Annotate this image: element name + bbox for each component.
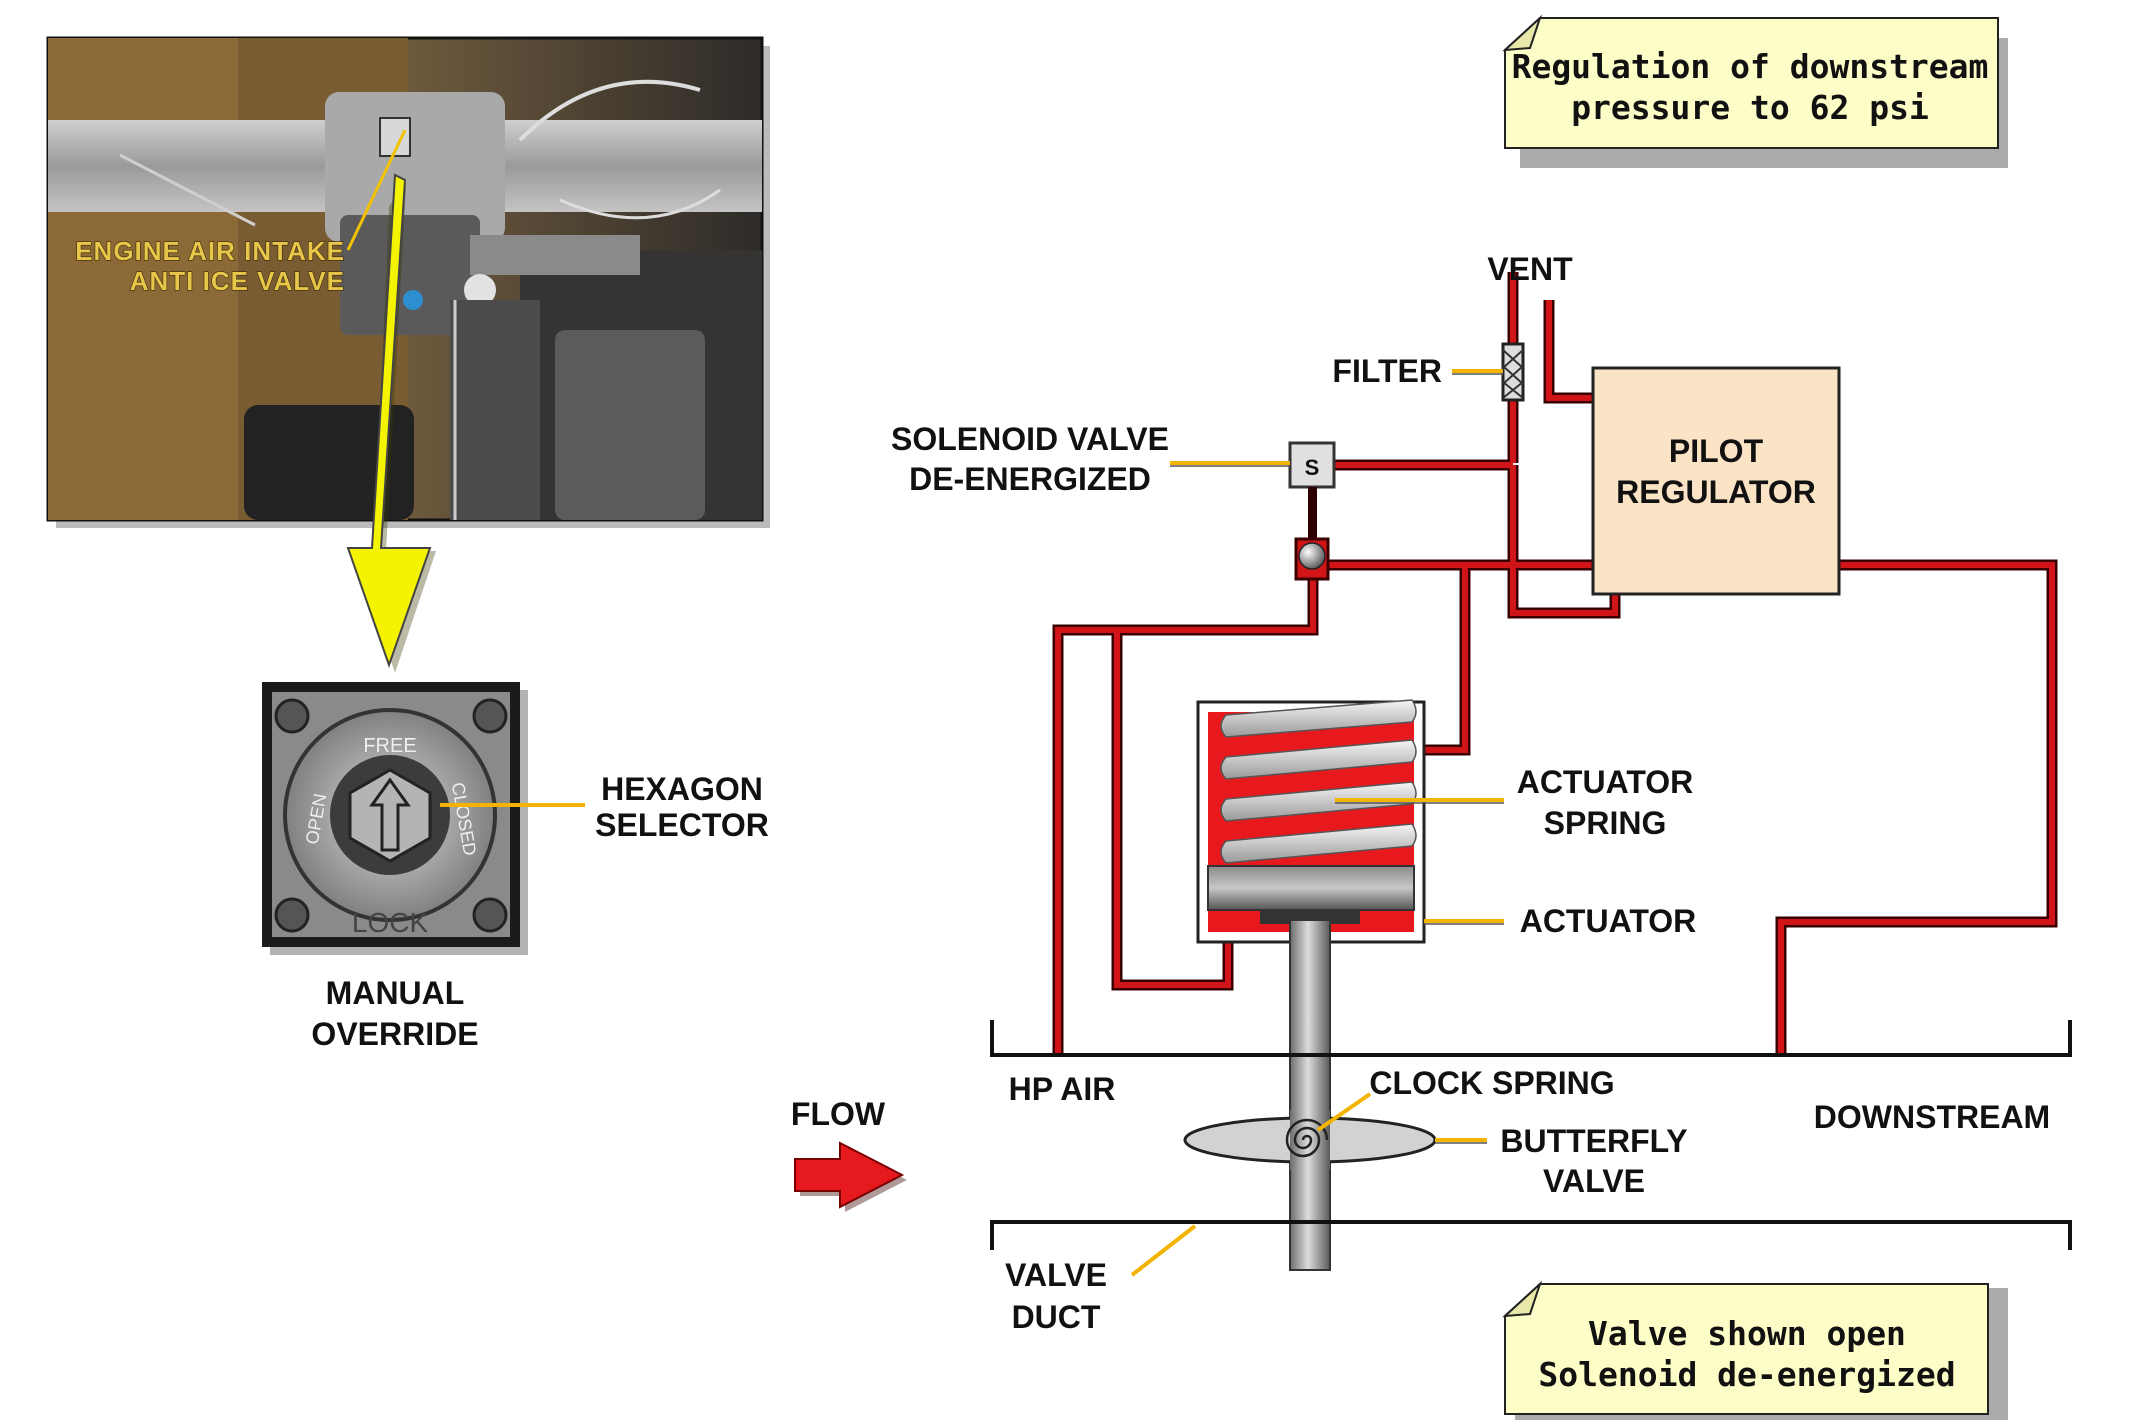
flow-label: FLOW	[791, 1096, 886, 1132]
actuator-piston	[1207, 865, 1415, 911]
pilot-regulator-label-2: REGULATOR	[1616, 474, 1816, 510]
solenoid-label-2: DE-ENERGIZED	[909, 461, 1151, 497]
solenoid-label-1: SOLENOID VALVE	[891, 421, 1169, 457]
pilot-regulator: PILOT REGULATOR	[1591, 366, 1841, 596]
pilot-regulator-label-1: PILOT	[1669, 433, 1764, 469]
butterfly-valve-label-1: BUTTERFLY	[1500, 1123, 1687, 1159]
hexagon-selector-label-1: HEXAGON	[601, 771, 763, 807]
filter-element	[1501, 342, 1525, 402]
hexagon-selector-label-2: SELECTOR	[595, 807, 769, 843]
downstream-label: DOWNSTREAM	[1814, 1099, 2050, 1135]
yellow-down-arrow	[346, 173, 436, 673]
note-bottom-line1: Valve shown open	[1588, 1314, 1906, 1353]
butterfly-valve-label-2: VALVE	[1543, 1163, 1645, 1199]
photo-label-line1: ENGINE AIR INTAKE	[75, 236, 345, 266]
vent-label: VENT	[1487, 251, 1573, 287]
solenoid-ball	[1298, 542, 1326, 570]
actuator-spring-coils	[1220, 699, 1417, 864]
butterfly-valve-disc	[1183, 1110, 1437, 1170]
hp-air-label: HP AIR	[1009, 1071, 1116, 1107]
actuator	[1196, 699, 1426, 944]
solenoid-s-mark: S	[1305, 455, 1320, 480]
manual-override-label-2: OVERRIDE	[311, 1016, 478, 1052]
dial-lock-text: LOCK	[352, 907, 429, 938]
manual-override-label-1: MANUAL	[326, 975, 465, 1011]
arrow-up-icon	[369, 777, 411, 852]
note-bottom: Valve shown open Solenoid de-energized	[1502, 1280, 2008, 1420]
leader-lines	[1130, 369, 1504, 1277]
engine-photo: ENGINE AIR INTAKE ANTI ICE VALVE	[46, 36, 770, 528]
actuator-spring-label-1: ACTUATOR	[1517, 764, 1694, 800]
valve-duct-walls	[990, 1020, 2072, 1250]
actuator-spring-label-2: SPRING	[1544, 805, 1667, 841]
solenoid-valve: S	[1288, 441, 1336, 581]
actuator-label: ACTUATOR	[1520, 903, 1697, 939]
clock-spring-icon	[1285, 1118, 1329, 1158]
note-top-line1: Regulation of downstream	[1512, 47, 1989, 86]
dial-free-text: FREE	[363, 735, 416, 757]
pneumatic-lines	[1052, 272, 2058, 1055]
note-bottom-line2: Solenoid de-energized	[1538, 1355, 1955, 1394]
hexagon-selector-icon	[348, 768, 432, 863]
photo-label-line2: ANTI ICE VALVE	[130, 266, 345, 296]
filter-label: FILTER	[1332, 353, 1442, 389]
valve-duct-label-2: DUCT	[1012, 1299, 1101, 1335]
valve-duct-label-1: VALVE	[1005, 1257, 1107, 1293]
manual-override-photo: FREE LOCK OPEN CLOSED	[262, 682, 528, 955]
note-top-line2: pressure to 62 psi	[1571, 88, 1929, 127]
valve-shaft	[1289, 919, 1331, 1271]
clock-spring-label: CLOCK SPRING	[1369, 1065, 1614, 1101]
note-top: Regulation of downstream pressure to 62 …	[1502, 14, 2008, 168]
photo-label-leader	[346, 129, 407, 251]
flow-arrow-icon	[794, 1141, 905, 1209]
